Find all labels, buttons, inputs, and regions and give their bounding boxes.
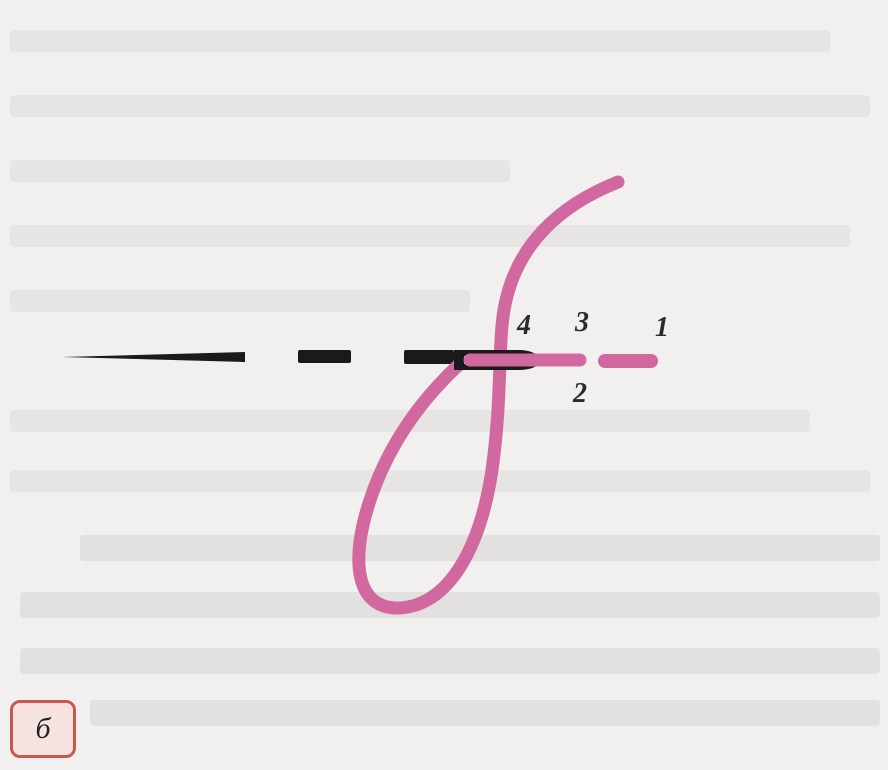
stitch-dash	[404, 350, 454, 364]
figure-label-text: б	[35, 712, 50, 746]
point-label-2: 2	[572, 378, 587, 409]
needle-point	[62, 352, 245, 362]
figure-label-badge: б	[10, 700, 76, 758]
point-label-4: 4	[516, 310, 531, 341]
stitch-dash	[298, 350, 351, 363]
point-label-1: 1	[655, 312, 669, 343]
thread-stitch	[598, 354, 658, 368]
point-label-3: 3	[574, 307, 589, 338]
